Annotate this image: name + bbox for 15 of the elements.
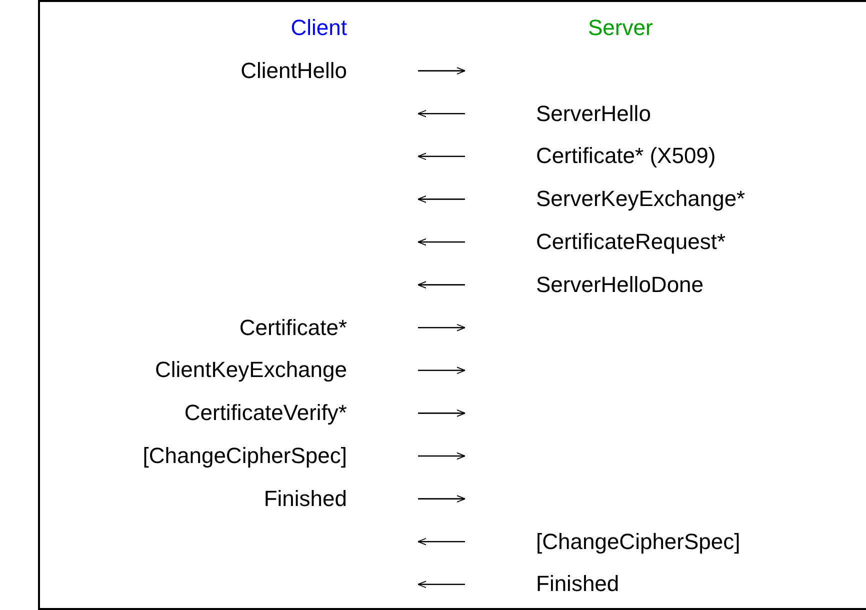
message-text: ServerHelloDone	[536, 272, 704, 298]
message-text: [ChangeCipherSpec]	[536, 528, 740, 555]
message-text: ClientKeyExchange	[154, 357, 347, 384]
message-text: Certificate*	[239, 314, 347, 341]
message-text: CertificateRequest*	[536, 229, 726, 255]
message-text: ServerKeyExchange*	[536, 186, 746, 212]
message-text: [ChangeCipherSpec]	[142, 443, 347, 469]
column-heading: Client	[290, 15, 347, 41]
message-text: CertificateVerify*	[184, 400, 347, 426]
message-text: Certificate* (X509)	[536, 143, 716, 170]
column-heading: Server	[588, 15, 653, 41]
message-text: Finished	[536, 571, 620, 598]
message-text: Finished	[264, 486, 347, 512]
message-text: ClientHello	[240, 58, 347, 84]
message-text: ServerHello	[536, 100, 651, 127]
